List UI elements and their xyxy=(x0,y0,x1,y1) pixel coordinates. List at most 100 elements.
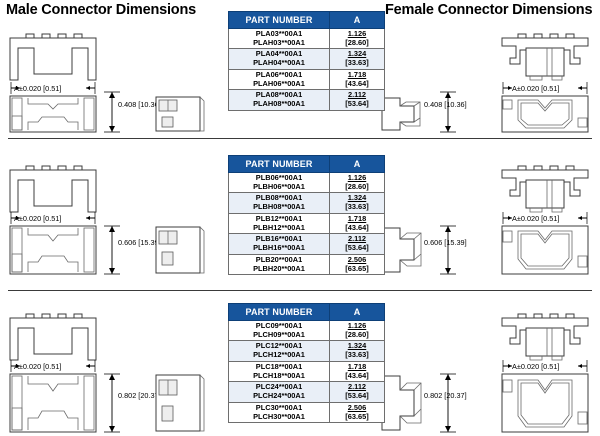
dimension-a-mm: [33.63] xyxy=(345,58,369,68)
female-top-view-row2 xyxy=(500,225,590,275)
female-front-view-row2 xyxy=(500,165,590,218)
part-number-primary: PLA04**00A1 xyxy=(255,49,303,59)
part-number-secondary: PLCH24**00A1 xyxy=(253,391,305,401)
dimension-a-inch: 1.324 xyxy=(347,341,367,351)
part-number-primary: PLB08**00A1 xyxy=(255,193,303,203)
part-number-secondary: PLAH03**00A1 xyxy=(253,37,305,47)
dimension-height-female-row2: 0.606 [15.39] xyxy=(424,238,467,247)
male-top-view-row3 xyxy=(8,373,98,433)
female-front-view-row1 xyxy=(500,33,590,86)
male-height-dimline-row1 xyxy=(104,91,120,133)
table-header-row: PART NUMBER A xyxy=(228,11,385,29)
section-divider-1 xyxy=(8,138,592,139)
part-number-primary: PLC09**00A1 xyxy=(255,321,303,330)
cell-dimension-a: 1.718[43.64] xyxy=(329,212,385,235)
dimension-a-inch: 1.126 xyxy=(347,29,367,38)
height-inch-row3: 0.802 xyxy=(118,391,137,400)
dimension-a-mm: [28.60] xyxy=(345,329,369,339)
dimension-a-mm: [63.65] xyxy=(345,263,369,273)
height-inch-row2: 0.606 xyxy=(118,238,137,247)
dimension-a-inch: 1.324 xyxy=(347,193,367,203)
dimension-a-mm: [28.60] xyxy=(345,181,369,191)
male-width-dimline-row3 xyxy=(8,360,98,372)
cell-dimension-a: 2.112[53.64] xyxy=(329,233,385,255)
dimension-a-mm: [53.64] xyxy=(345,99,369,109)
cell-dimension-a: 1.126[28.60] xyxy=(329,27,385,50)
female-iso-view-row3 xyxy=(380,374,430,432)
part-number-secondary: PLAH08**00A1 xyxy=(253,99,305,109)
female-height-dimline-row2 xyxy=(440,225,456,275)
column-header-a: A xyxy=(329,155,385,173)
part-number-primary: PLB06**00A1 xyxy=(255,173,303,182)
part-number-primary: PLB12**00A1 xyxy=(255,213,303,223)
height-mm-female-row3: [20.37] xyxy=(444,391,467,400)
part-number-secondary: PLBH06**00A1 xyxy=(253,181,305,191)
dimension-height-male-row2: 0.606 [15.39] xyxy=(118,238,161,247)
height-inch-female-row3: 0.802 xyxy=(424,391,443,400)
part-number-secondary: PLCH18**00A1 xyxy=(253,370,305,380)
height-mm-row1: [10.36] xyxy=(138,100,161,109)
dimension-a-inch: 2.112 xyxy=(347,382,367,392)
dimension-a-mm: [33.63] xyxy=(345,202,369,212)
part-number-primary: PLA03**00A1 xyxy=(255,29,303,38)
page-title-female: Female Connector Dimensions xyxy=(385,2,593,18)
dimension-a-mm: [33.63] xyxy=(345,350,369,360)
column-header-part-number: PART NUMBER xyxy=(228,303,330,321)
dimension-a-inch: 2.506 xyxy=(347,402,367,412)
part-number-secondary: PLCH09**00A1 xyxy=(253,329,305,339)
cell-dimension-a: 2.506[63.65] xyxy=(329,401,385,424)
dimension-a-inch: 1.126 xyxy=(347,321,367,330)
dimension-a-inch: 1.718 xyxy=(347,69,367,79)
part-number-primary: PLA06**00A1 xyxy=(255,69,303,79)
male-iso-view-row2 xyxy=(155,226,205,274)
column-header-part-number: PART NUMBER xyxy=(228,155,330,173)
dimension-a-inch: 1.126 xyxy=(347,173,367,182)
female-iso-view-row1 xyxy=(380,96,430,132)
female-height-dimline-row1 xyxy=(440,91,456,133)
cell-dimension-a: 1.324[33.63] xyxy=(329,340,385,362)
male-width-dimline-row2 xyxy=(8,212,98,224)
part-number-secondary: PLBH16**00A1 xyxy=(253,243,305,253)
cell-dimension-a: 1.324[33.63] xyxy=(329,192,385,214)
dimension-width-male-row1: A±0.020 [0.51] xyxy=(14,84,62,93)
cell-dimension-a: 1.324[33.63] xyxy=(329,48,385,70)
part-number-secondary: PLAH06**00A1 xyxy=(253,78,305,88)
height-inch-female-row2: 0.606 xyxy=(424,238,443,247)
male-front-view-row1 xyxy=(8,33,98,86)
dimension-a-inch: 2.112 xyxy=(347,234,367,244)
male-top-view-row1 xyxy=(8,95,98,133)
dimension-height-female-row3: 0.802 [20.37] xyxy=(424,391,467,400)
section-divider-2 xyxy=(8,290,592,291)
male-front-view-row2 xyxy=(8,165,98,218)
female-width-dimline-row1 xyxy=(500,82,590,94)
male-width-dimline-row1 xyxy=(8,82,98,94)
cell-dimension-a: 1.126[28.60] xyxy=(329,171,385,194)
dimension-a-mm: [43.64] xyxy=(345,78,369,88)
part-number-secondary: PLBH12**00A1 xyxy=(253,222,305,232)
page-title-male: Male Connector Dimensions xyxy=(6,2,196,18)
female-top-view-row1 xyxy=(500,95,590,133)
part-number-secondary: PLCH12**00A1 xyxy=(253,350,305,360)
height-mm-female-row1: [10.36] xyxy=(444,100,467,109)
female-height-dimline-row3 xyxy=(440,373,456,433)
part-number-primary: PLC12**00A1 xyxy=(255,341,303,351)
part-number-secondary: PLAH04**00A1 xyxy=(253,58,305,68)
dimension-width-male-row2: A±0.020 [0.51] xyxy=(14,214,62,223)
dimension-a-inch: 1.718 xyxy=(347,361,367,371)
cell-dimension-a: 1.126[28.60] xyxy=(329,319,385,342)
